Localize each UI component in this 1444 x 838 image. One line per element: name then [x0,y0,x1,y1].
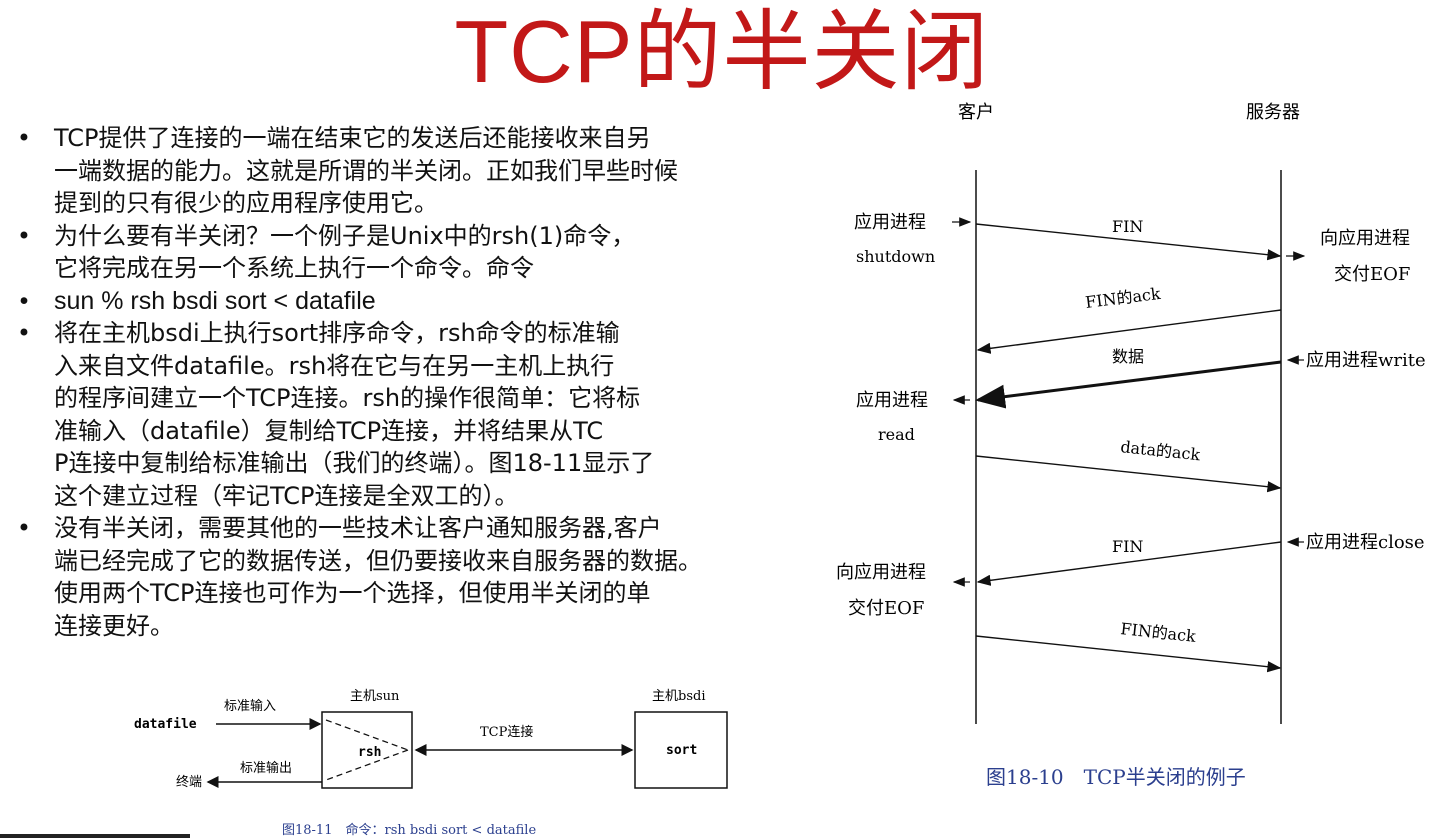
client-label: 客户 [958,102,994,123]
fin-ack-1-arrow [976,309,1282,354]
figure-18-11-caption: 图18-11 命令：rsh bsdi sort < datafile [282,822,536,838]
fin-ack-2-label: FIN的ack [1120,619,1197,646]
rsh-out-dash [325,749,409,781]
datafile-label: datafile [134,717,197,732]
bullet-line: TCP提供了连接的一端在结束它的发送后还能接收来自另 [54,124,651,152]
bullet-line: 连接更好。 [54,611,174,640]
bullet-line: 的程序间建立一个TCP连接。rsh的操作很简单：它将标 [54,384,641,412]
right-deliver-1-label: 向应用进程 [1320,228,1410,249]
bullet-line: 为什么要有半关闭？一个例子是Unix中的rsh(1)命令， [54,221,636,250]
rsh-in-dash [325,719,409,751]
fin-1-label: FIN [1112,217,1143,236]
host-bsdi-box [634,711,728,789]
bullet-line: P连接中复制给标准输出（我们的终端）。图18-11显示了 [54,449,655,477]
figure-18-11: 主机sun 主机bsdi rsh sort 标准输入 datafile 标准输出… [134,689,728,838]
bullet-line: 一端数据的能力。这就是所谓的半关闭。正如我们早些时候 [54,156,678,185]
tcp-connection-label: TCP连接 [480,724,533,740]
bullet-line: 这个建立过程（牢记TCP连接是全双工的）。 [54,481,519,510]
data-label: 数据 [1112,347,1144,366]
bullet-line: 将在主机bsdi上执行sort排序命令，rsh命令的标准输 [54,319,620,347]
server-label: 服务器 [1246,102,1300,123]
bullet-line: 没有半关闭，需要其他的一些技术让客户通知服务器,客户 [54,514,662,542]
host-sun-label: 主机sun [350,689,400,704]
bullet-line: 使用两个TCP连接也可作为一个选择，但使用半关闭的单 [54,579,651,607]
data-ack-arrow [975,455,1282,493]
bullet-item: • 没有半关闭，需要其他的一些技术让客户通知服务器,客户 端已经完成了它的数据传… [14,512,824,642]
bullet-line: 准输入（datafile）复制给TCP连接，并将结果从TC [54,416,604,445]
bullet-line: sun % rsh bsdi sort < datafile [54,286,376,315]
bullet-item-command: • sun % rsh bsdi sort < datafile [14,285,824,318]
stdin-label: 标准输入 [224,698,276,714]
shutdown-label: shutdown [856,247,935,266]
bullet-list: • TCP提供了连接的一端在结束它的发送后还能接收来自另 一端数据的能力。这就是… [14,122,824,642]
bullet-line: 提到的只有很少的应用程序使用它。 [54,189,438,217]
terminal-label: 终端 [176,774,202,790]
figure-18-10-caption: 图18-10 TCP半关闭的例子 [986,765,1246,789]
fin-2-label: FIN [1112,537,1143,556]
data-arrow [975,360,1282,409]
bullet-item: • 为什么要有半关闭？一个例子是Unix中的rsh(1)命令， 它将完成在另一个… [14,220,824,285]
fin-ack-2-arrow [975,635,1282,673]
fin-1-arrow [975,223,1282,261]
fin-2-arrow [976,541,1282,586]
left-deliver-1-label: 向应用进程 [836,562,926,583]
right-app-close-label: 应用进程close [1306,532,1425,553]
read-label: read [878,425,915,444]
bullet-line: 它将完成在另一个系统上执行一个命令。命令 [54,254,534,282]
fin-ack-1-label: FIN的ack [1084,284,1162,312]
bullet-item: • 将在主机bsdi上执行sort排序命令，rsh命令的标准输 入来自文件dat… [14,317,824,512]
bullet-line: 入来自文件datafile。rsh将在它与在另一主机上执行 [54,351,615,380]
bullet-item: • TCP提供了连接的一端在结束它的发送后还能接收来自另 一端数据的能力。这就是… [14,122,824,220]
sort-label: sort [666,743,697,758]
right-deliver-2-label: 交付EOF [1334,264,1410,285]
right-app-write-label: 应用进程write [1306,350,1426,371]
data-ack-label: data的ack [1120,437,1202,464]
bullet-line: 端已经完成了它的数据传送，但仍要接收来自服务器的数据。 [54,546,702,575]
left-deliver-2-label: 交付EOF [848,598,924,619]
left-app-read-label: 应用进程 [856,390,928,411]
slide-title: TCP的半关闭 [454,2,990,101]
stdout-label: 标准输出 [240,760,292,776]
figure-18-10: 客户 服务器 应用进程 shutdown FIN 向应用进程 交付EOF FIN… [836,102,1426,789]
left-app-shutdown-label: 应用进程 [854,212,926,233]
progress-bar [0,834,190,838]
host-bsdi-label: 主机bsdi [652,689,705,704]
rsh-label: rsh [358,745,381,760]
host-sun-box [321,711,413,789]
